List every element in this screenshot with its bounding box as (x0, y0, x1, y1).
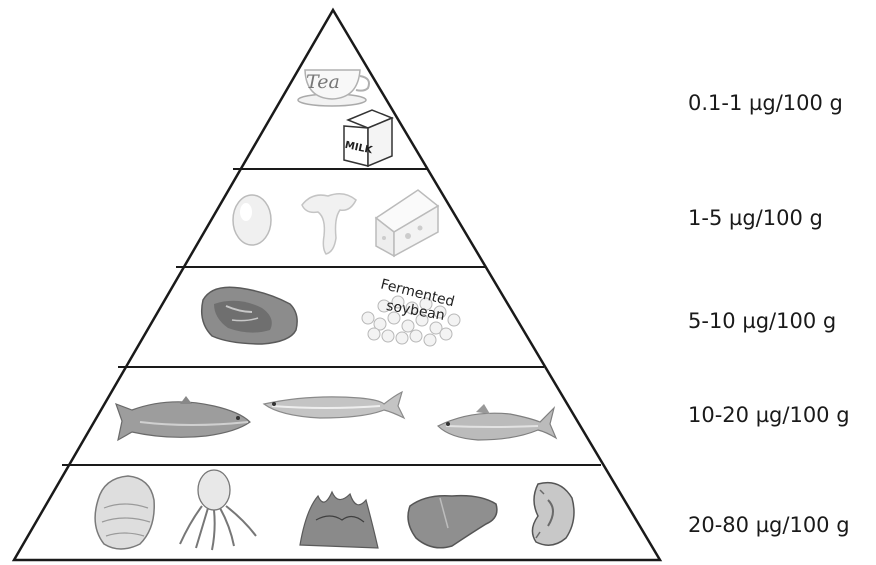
level-label-5: 20-80 µg/100 g (688, 513, 850, 537)
level-label-4: 10-20 µg/100 g (688, 403, 850, 427)
level-label-2: 1-5 µg/100 g (688, 206, 823, 230)
egg-icon (233, 195, 271, 245)
oyster-icon (95, 476, 154, 549)
milk-carton-icon: MILK (344, 110, 392, 166)
level-label-3: 5-10 µg/100 g (688, 309, 836, 333)
level-label-1: 0.1-1 µg/100 g (688, 91, 843, 115)
kidney-icon (532, 483, 574, 546)
tea-label: Tea (306, 71, 340, 93)
